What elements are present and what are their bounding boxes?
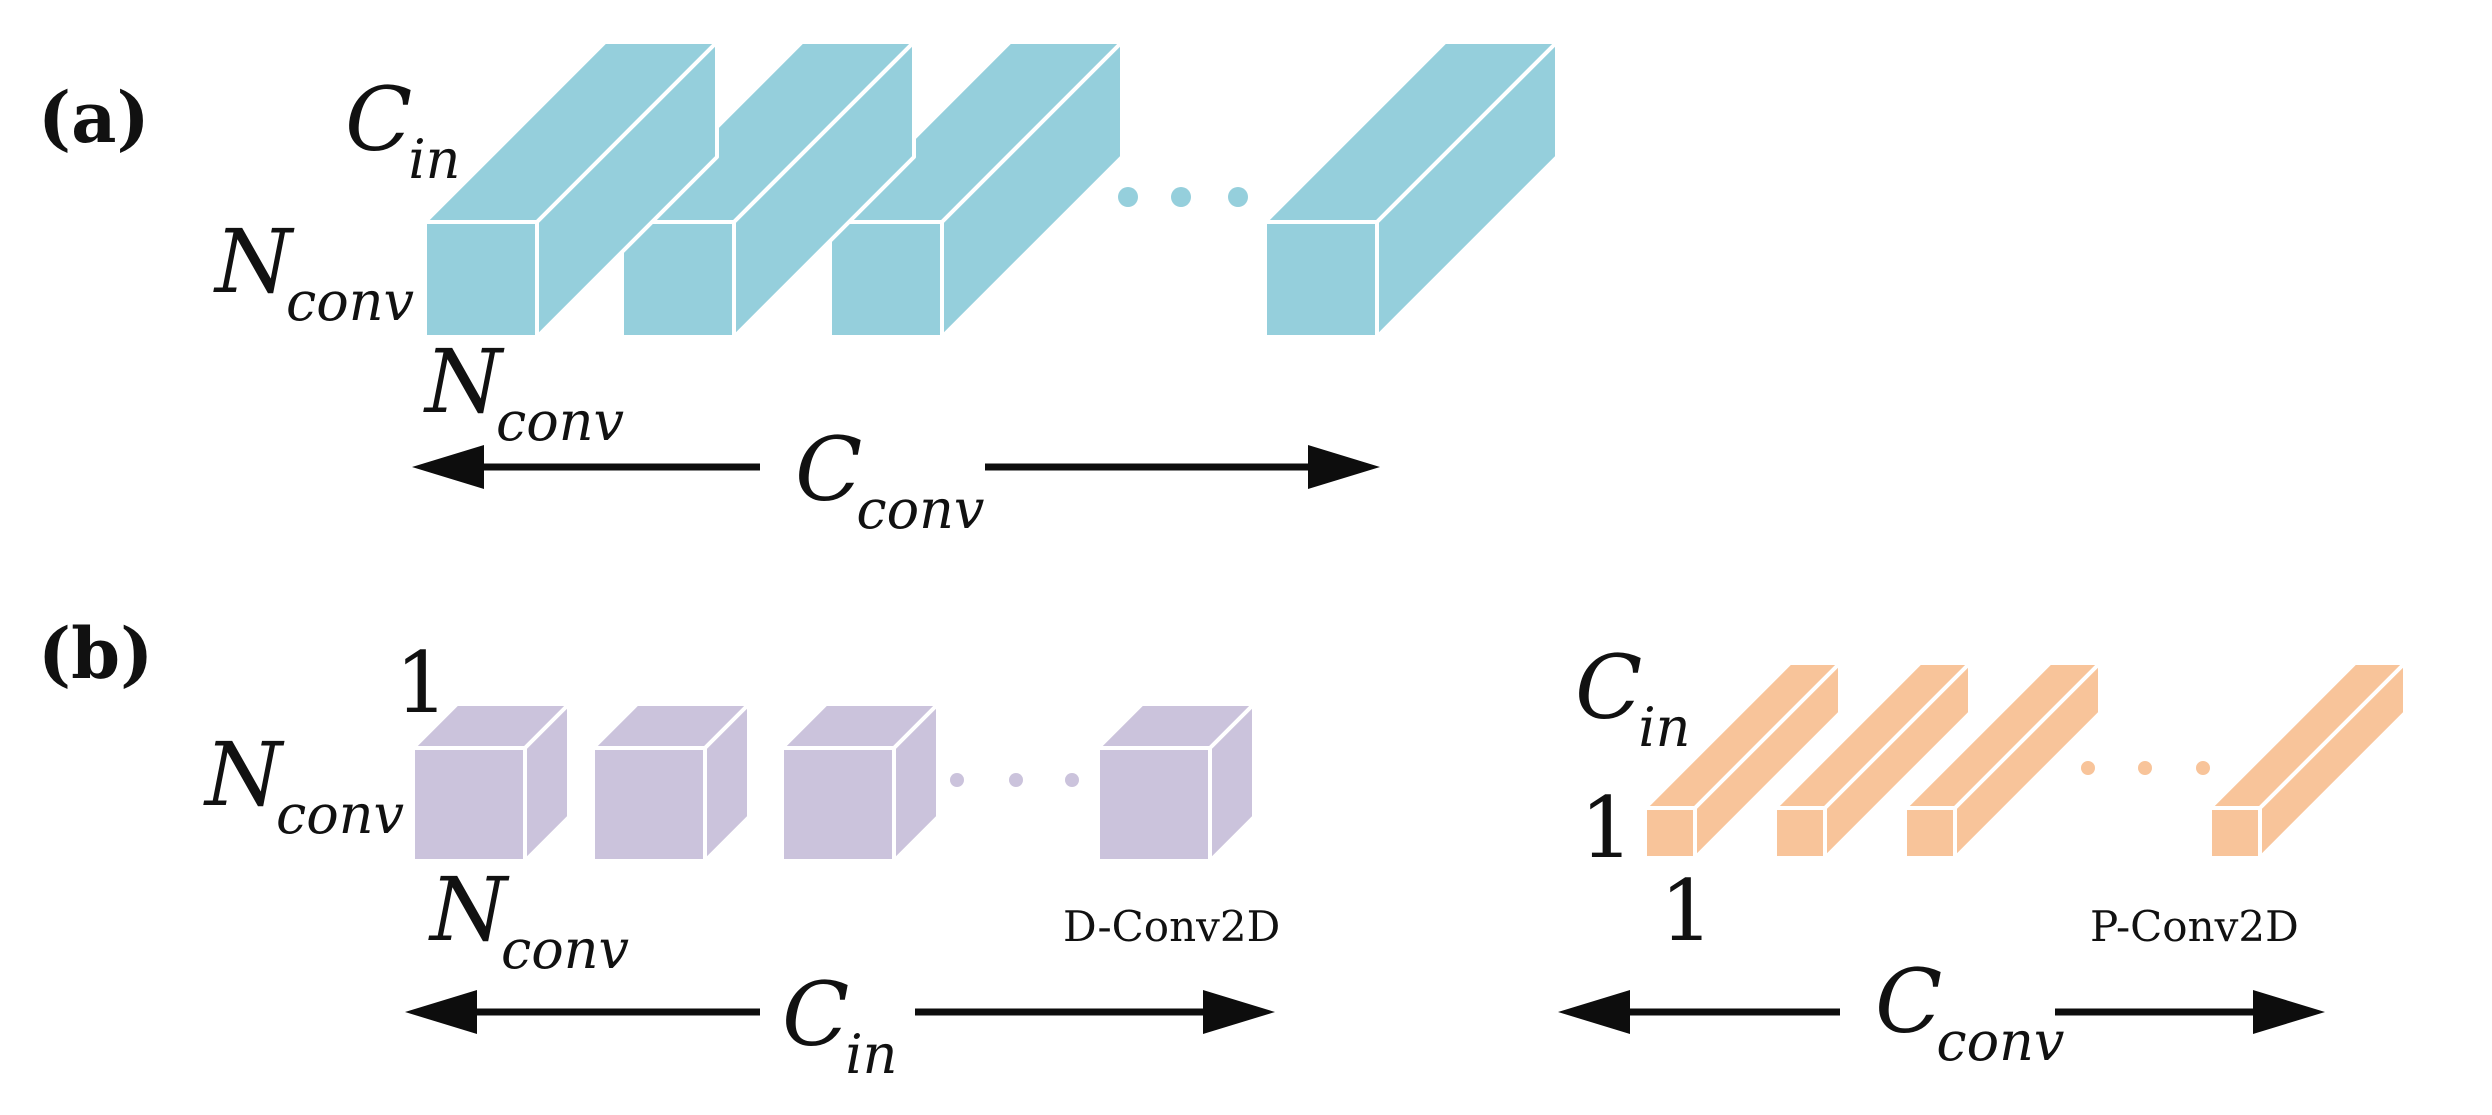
depth-one-label: 1 — [395, 634, 448, 732]
box-front-face — [1263, 220, 1379, 339]
standard-conv-kernel — [1263, 40, 1559, 339]
c-conv-arrow — [412, 445, 1380, 489]
c-in-arrow — [405, 990, 1275, 1034]
c-in-label: Cin — [345, 68, 460, 191]
ellipsis-dots — [1118, 187, 1248, 207]
depthwise-kernel — [1096, 702, 1256, 863]
ellipsis-dot — [1228, 187, 1248, 207]
n-conv-width-label: Nconv — [423, 330, 624, 453]
height-one-label: 1 — [1580, 779, 1633, 877]
c-in-label: Cin — [782, 963, 897, 1086]
box-front-face — [1773, 806, 1827, 860]
panel-a-label: (a) — [38, 76, 150, 159]
ellipsis-dot — [1009, 773, 1023, 787]
box-front-face — [620, 220, 736, 339]
depthwise-kernel — [411, 702, 571, 863]
panel-a: (a) Cin Nconv Nconv Cconv — [38, 40, 1559, 541]
pointwise-kernel — [1643, 661, 1842, 860]
pointwise-kernels — [1643, 661, 2407, 860]
box-front-face — [828, 220, 944, 339]
ellipsis-dot — [2138, 761, 2152, 775]
p-conv2d-label: P-Conv2D — [2090, 902, 2299, 951]
box-front-face — [411, 746, 527, 863]
pointwise-kernel — [1903, 661, 2102, 860]
box-front-face — [780, 746, 896, 863]
ellipsis-dots — [950, 773, 1079, 787]
c-conv-label: Cconv — [795, 418, 984, 541]
box-front-face — [591, 746, 707, 863]
ellipsis-dot — [1171, 187, 1191, 207]
depthwise-kernels — [411, 702, 1256, 863]
box-front-face — [1903, 806, 1957, 860]
panel-b: (b) 1 Nconv Nconv D-Conv2D Cin — [38, 612, 2407, 1086]
n-conv-height-label: Nconv — [213, 210, 414, 333]
ellipsis-dot — [2081, 761, 2095, 775]
standard-conv-kernels — [423, 40, 1559, 339]
depthwise-section: 1 Nconv Nconv D-Conv2D Cin — [203, 634, 1280, 1086]
n-conv-height-label: Nconv — [203, 723, 404, 846]
box-front-face — [423, 220, 539, 339]
pointwise-section: Cin 1 1 P-Conv2D Cconv — [1558, 636, 2407, 1073]
ellipsis-dot — [950, 773, 964, 787]
box-front-face — [1643, 806, 1697, 860]
standard-conv-kernel — [423, 40, 719, 339]
ellipsis-dot — [1065, 773, 1079, 787]
width-one-label: 1 — [1660, 862, 1713, 960]
ellipsis-dot — [1118, 187, 1138, 207]
c-in-label: Cin — [1575, 636, 1690, 759]
c-conv-label: Cconv — [1875, 950, 2064, 1073]
box-front-face — [2208, 806, 2262, 860]
d-conv2d-label: D-Conv2D — [1063, 902, 1280, 951]
depthwise-kernel — [591, 702, 751, 863]
c-conv-arrow — [1558, 990, 2325, 1034]
depthwise-kernel — [780, 702, 940, 863]
box-front-face — [1096, 746, 1212, 863]
panel-b-label: (b) — [38, 612, 153, 695]
ellipsis-dots — [2081, 761, 2210, 775]
n-conv-width-label: Nconv — [428, 858, 629, 981]
ellipsis-dot — [2196, 761, 2210, 775]
pointwise-kernel — [1773, 661, 1972, 860]
pointwise-kernel — [2208, 661, 2407, 860]
standard-conv-kernel — [828, 40, 1124, 339]
